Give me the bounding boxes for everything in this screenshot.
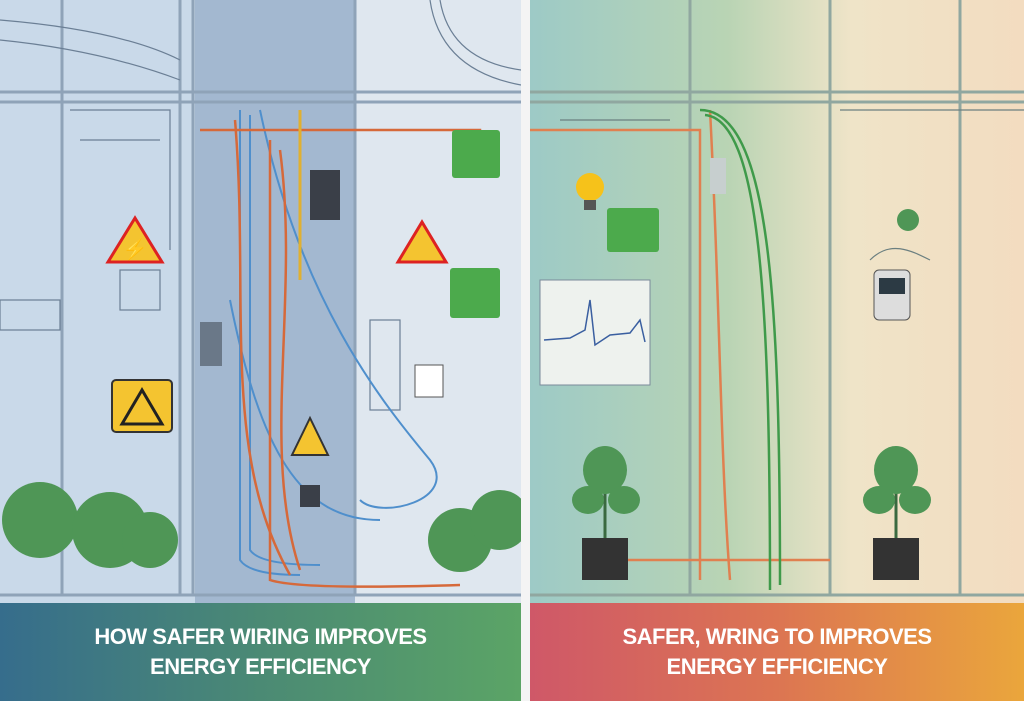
right-title-line1: SAFER, WRING TO IMPROVES — [622, 624, 932, 649]
svg-text:⚡: ⚡ — [123, 237, 148, 261]
potted-plant-icon — [863, 446, 931, 580]
unsafe-wiring-scene: ⚡ — [0, 0, 521, 603]
warning-triangle-icon — [290, 415, 330, 456]
left-panel-unsafe-wiring: ⚡ HOW SAFER WIRING IMPROVES ENERGY EFFIC… — [0, 0, 521, 701]
right-title-banner: SAFER, WRING TO IMPROVES ENERGY EFFICIEN… — [530, 603, 1024, 701]
eco-badge-icon — [607, 208, 659, 252]
energy-chart-icon — [539, 279, 651, 386]
eco-badge-icon — [452, 130, 500, 178]
left-title-line1: HOW SAFER WIRING IMPROVES — [94, 624, 427, 649]
eco-badge-icon — [450, 268, 500, 318]
warning-triangle-icon: ⚡ — [105, 215, 165, 264]
warning-triangle-icon — [395, 219, 449, 264]
left-title-banner: HOW SAFER WIRING IMPROVES ENERGY EFFICIE… — [0, 603, 521, 701]
right-panel-safe-wiring: SAFER, WRING TO IMPROVES ENERGY EFFICIEN… — [530, 0, 1024, 701]
lightbulb-icon — [576, 173, 604, 201]
smart-meter-icon — [873, 269, 911, 321]
right-title-line2: ENERGY EFFICIENCY — [666, 654, 888, 679]
hazard-sign-icon — [111, 379, 173, 433]
potted-plant-icon — [572, 446, 640, 580]
plant-icon — [2, 482, 521, 572]
left-title-line2: ENERGY EFFICIENCY — [150, 654, 371, 679]
panel-divider — [521, 0, 530, 701]
safe-wiring-scene — [530, 0, 1024, 603]
